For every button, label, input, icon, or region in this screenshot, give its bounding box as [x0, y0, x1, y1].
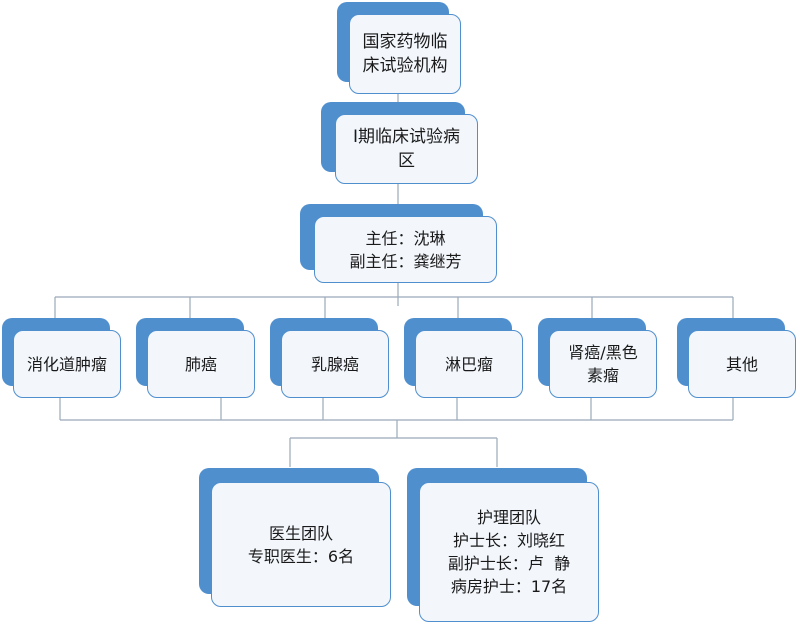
node-text-line: 护士长：刘晓红 [452, 531, 565, 550]
node-text-line: 主任：沈琳 [365, 228, 446, 248]
node-text-line: 医生团队 [268, 523, 333, 543]
node-text-line: 副主任：龚继芳 [349, 251, 462, 271]
node-text-line: 肾癌/黑色 [568, 343, 638, 362]
node-text-line: 国家药物临 [362, 32, 448, 52]
node-text-line: 病房护士：17名 [450, 577, 568, 596]
node-text-line: 床试验机构 [362, 56, 448, 76]
node-text-line: 护理团队 [476, 508, 541, 527]
node-text-line: 消化道肿瘤 [26, 354, 107, 374]
node-text-line: 淋巴瘤 [444, 354, 493, 374]
node-text-line: 专职医生：6名 [247, 546, 355, 566]
node-text-line: 其他 [725, 354, 758, 374]
node-text-line: 区 [398, 151, 415, 171]
node-text-line: 肺癌 [184, 354, 217, 374]
node-text-line: I期临床试验病 [352, 127, 460, 147]
node-text-line: 乳腺癌 [310, 354, 359, 374]
node-text-line: 副护士长：卢 静 [447, 554, 571, 573]
node-text-line: 素瘤 [586, 366, 619, 385]
